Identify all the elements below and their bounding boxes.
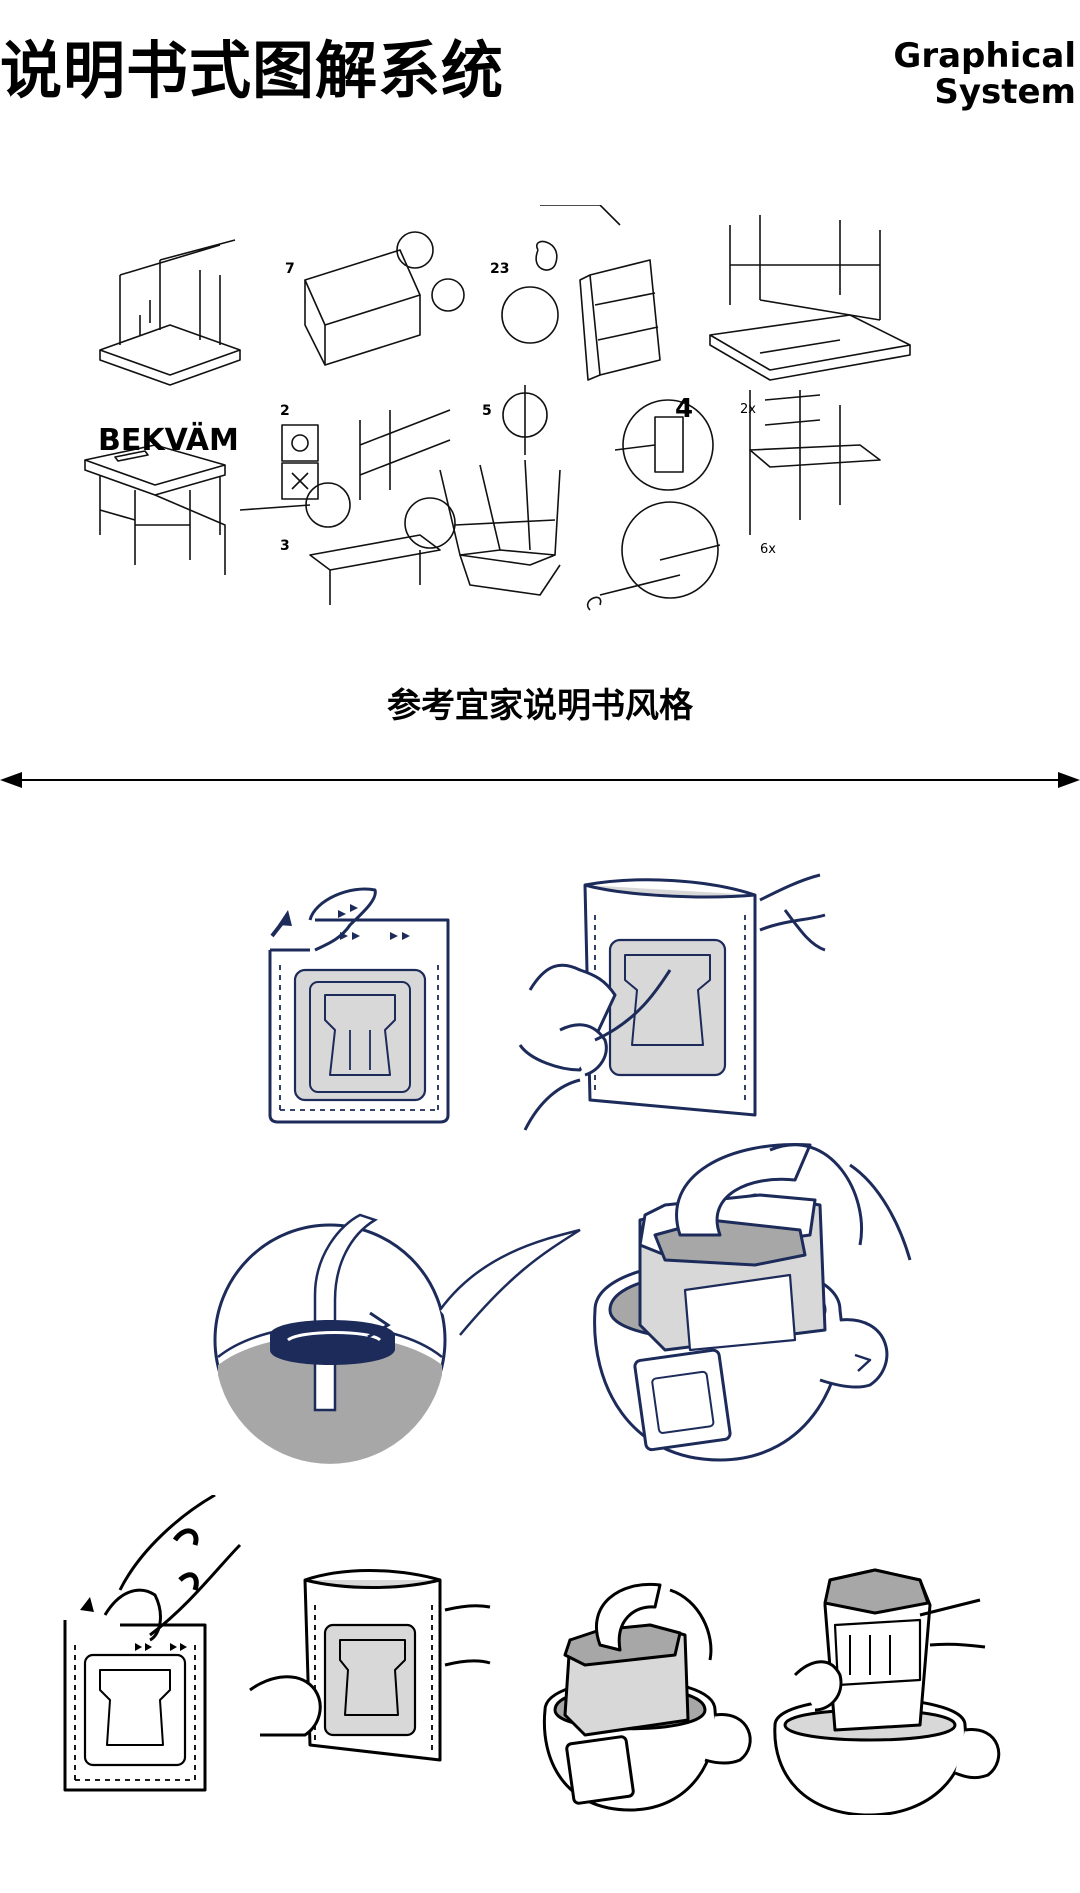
ref-stool-step-2-3 — [239, 409, 456, 605]
ref-stool-step-5 — [439, 385, 561, 596]
ref-cabinet-assembly — [501, 205, 661, 381]
ref-step-3: 3 — [280, 538, 290, 554]
ref-callout-6x: 6x — [760, 542, 776, 557]
ref-step-2: 2 — [280, 403, 290, 419]
illustration-row-hang-cup — [213, 1143, 912, 1464]
ref-step-5: 5 — [482, 403, 492, 419]
ref-callout-2x: 2x — [740, 402, 756, 417]
step-hook-detail — [213, 1213, 581, 1464]
step-bag-on-cup — [593, 1143, 912, 1462]
ref-frame-assembly — [709, 215, 911, 381]
step-pour-water-black — [773, 1568, 1001, 1815]
reference-caption: 参考宜家说明书风格 — [387, 686, 693, 726]
title-en-line1: Graphical — [893, 36, 1076, 76]
step-tear-open-black — [63, 1495, 242, 1792]
ref-drawer-assembly — [304, 231, 465, 366]
step-tear-open — [268, 887, 450, 1124]
step-bag-on-cup-black — [542, 1582, 752, 1812]
step-open-bag-black — [249, 1569, 491, 1762]
ikea-reference-illustrations: BEKVÄM 7 23 2 3 5 4 2x 6x — [84, 205, 911, 611]
illustration-row-black-version — [63, 1495, 1001, 1815]
ref-brand-label: BEKVÄM — [98, 422, 239, 458]
title-en-line2: System — [934, 72, 1076, 112]
ref-bekvam-stool — [84, 444, 226, 575]
ref-chair-step-4 — [586, 390, 881, 611]
tear-direction-arrows-icon — [338, 904, 410, 940]
ref-step-23: 23 — [490, 261, 509, 277]
ref-stool-assembly — [99, 239, 241, 386]
page-title: 说明书式图解系统 — [0, 34, 505, 107]
illustration-row-open-bag — [268, 873, 826, 1131]
step-open-bag — [518, 873, 826, 1131]
page-title-en: Graphical System — [893, 38, 1076, 110]
rotate-arrow-icon — [367, 1311, 391, 1339]
ref-step-7: 7 — [285, 261, 295, 277]
divider-arrow — [0, 772, 1080, 788]
ref-step-4: 4 — [675, 394, 693, 424]
